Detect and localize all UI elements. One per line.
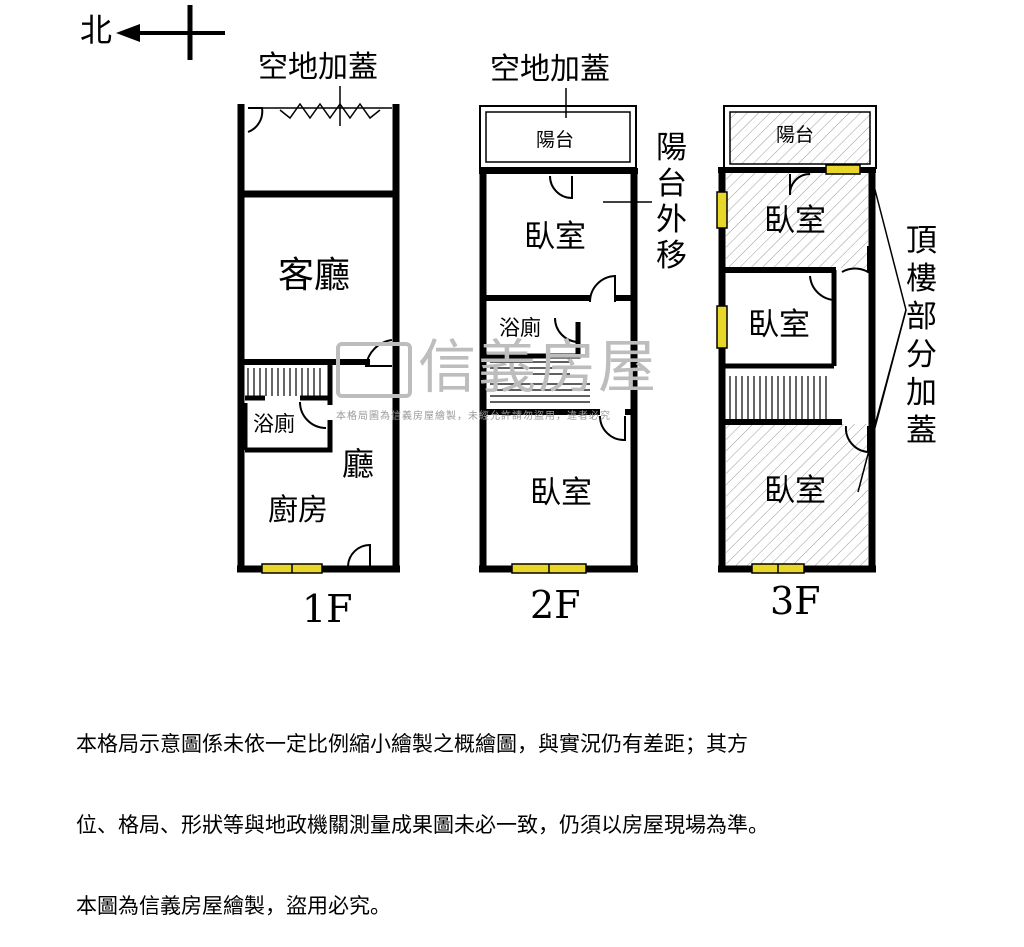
room-label-3f-bedroom-back: 臥室 [764, 473, 826, 509]
room-label-1f-living: 客廳 [278, 255, 351, 296]
disclaimer-line: 位、格局、形狀等與地政機關測量成果圖未必一致，仍須以房屋現場為準。 [76, 813, 769, 837]
room-label-1f-hall: 廳 [342, 445, 375, 483]
floor-plan-drawing [116, 5, 907, 574]
room-label-2f-balcony-moved: 陽台外移 [656, 130, 687, 274]
floor-label-1f: 1F [302, 587, 353, 631]
watermark-logo-icon [336, 342, 412, 398]
compass-north-label: 北 [80, 11, 113, 49]
room-label-1f-bath: 浴廁 [253, 412, 295, 436]
room-label-3f-rooftop-addition: 頂樓部分加蓋 [906, 223, 937, 449]
floor-1f-plan [237, 86, 400, 574]
north-arrow-icon [116, 5, 225, 60]
room-label-2f-annex: 空地加蓋 [490, 52, 610, 87]
floor-label-2f: 2F [530, 583, 581, 627]
room-label-3f-bedroom-mid: 臥室 [748, 307, 810, 343]
watermark-brand: 信義房屋 [418, 333, 659, 401]
room-label-2f-bedroom-back: 臥室 [530, 475, 592, 511]
disclaimer-line: 本格局示意圖係未依一定比例縮小繪製之概繪圖，與實況仍有差距；其方 [76, 732, 748, 756]
room-label-2f-bath: 浴廁 [499, 316, 541, 340]
room-label-1f-kitchen: 廚房 [268, 493, 328, 528]
room-label-2f-balcony: 陽台 [536, 129, 575, 151]
room-label-3f-balcony: 陽台 [776, 124, 815, 146]
room-label-1f-annex: 空地加蓋 [258, 50, 378, 85]
watermark-notice: 本格局圖為信義房屋繪製，未經允許請勿盜用，違者必究 [336, 411, 611, 422]
floor-label-3f: 3F [770, 579, 821, 623]
room-label-3f-bedroom-front: 臥室 [764, 203, 826, 239]
floor-3f-plan [716, 105, 907, 574]
floor-2f-plan [479, 88, 652, 574]
disclaimer-text: 本格局示意圖係未依一定比例縮小繪製之概繪圖，與實況仍有差距；其方 位、格局、形狀… [76, 677, 769, 947]
room-label-2f-bedroom-front: 臥室 [524, 219, 586, 255]
disclaimer-line: 本圖為信義房屋繪製，盜用必究。 [76, 894, 391, 918]
